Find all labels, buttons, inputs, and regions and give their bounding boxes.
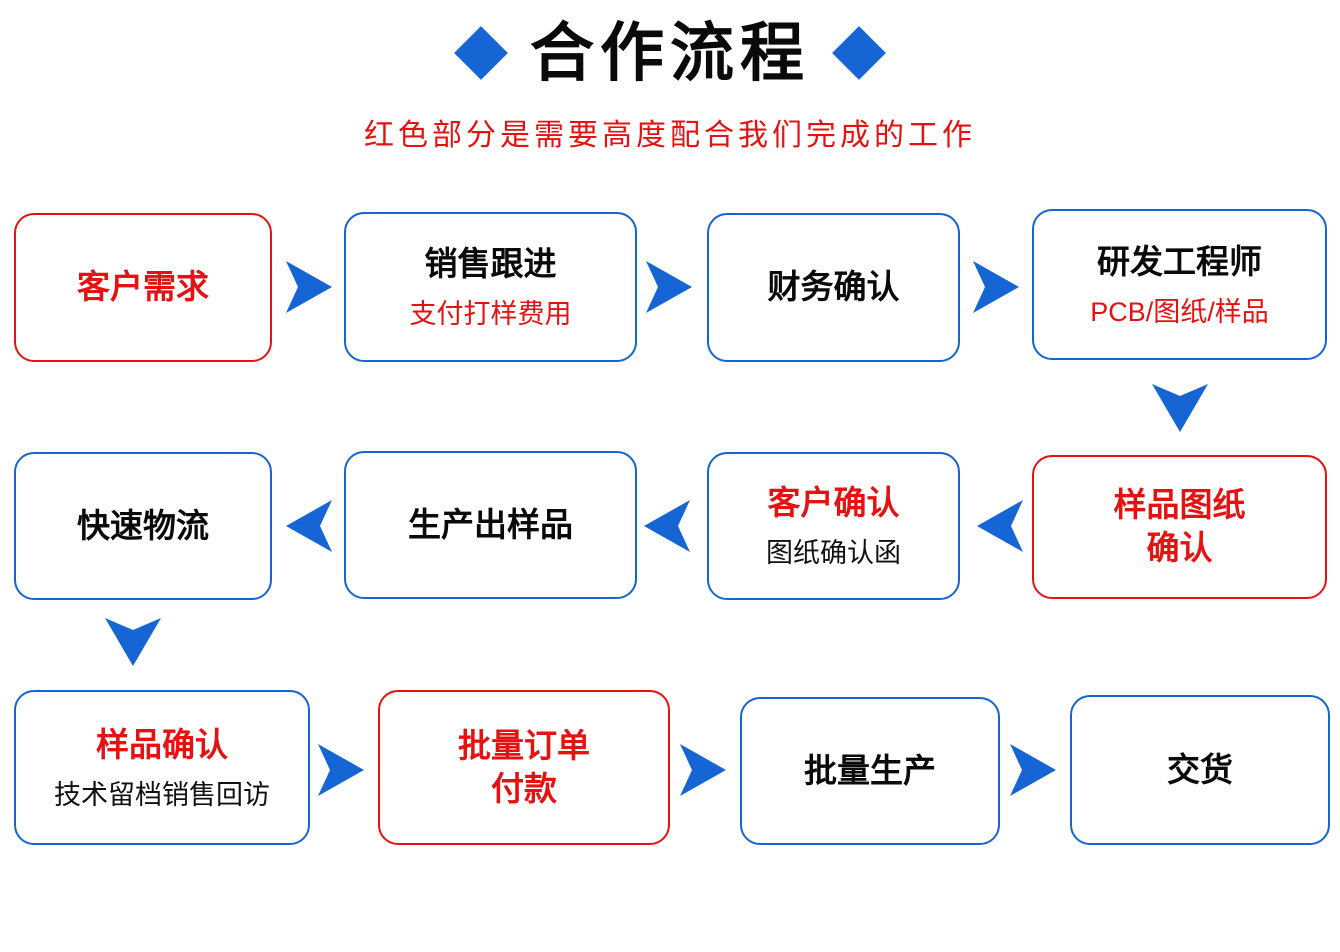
flow-node-sales-follow-up: 销售跟进 支付打样费用 [344, 212, 637, 362]
node-subtitle: PCB/图纸/样品 [1090, 296, 1269, 327]
arrow-right-icon [318, 744, 364, 796]
node-title: 财务确认 [767, 268, 900, 306]
flow-node-sample-drawing-confirm: 样品图纸 确认 [1032, 455, 1327, 599]
node-subtitle: 图纸确认函 [766, 538, 901, 569]
flow-node-delivery: 交货 [1070, 695, 1330, 845]
arrow-right-icon [680, 744, 726, 796]
node-title: 生产出样品 [408, 505, 573, 543]
node-title-line2: 确认 [1146, 529, 1213, 566]
flow-node-finance-confirm: 财务确认 [707, 213, 960, 362]
flow-node-bulk-production: 批量生产 [740, 697, 1000, 845]
node-subtitle: 技术留档销售回访 [54, 779, 270, 810]
arrow-right-icon [646, 261, 692, 313]
arrow-left-icon [977, 500, 1023, 552]
arrow-left-icon [286, 500, 332, 552]
page-header: 合作流程 [0, 18, 1340, 88]
node-title: 样品确认 [96, 725, 228, 763]
flow-node-customer-confirm: 客户确认 图纸确认函 [707, 452, 960, 600]
flow-node-produce-sample: 生产出样品 [344, 451, 637, 599]
flow-node-customer-demand: 客户需求 [14, 213, 272, 362]
node-title: 快速物流 [77, 506, 209, 544]
node-title: 销售跟进 [424, 245, 557, 283]
flow-node-bulk-order-payment: 批量订单 付款 [378, 690, 670, 845]
node-title: 批量订单 付款 [458, 725, 590, 811]
arrow-right-icon [286, 261, 332, 313]
node-title: 交货 [1167, 750, 1233, 788]
node-title-line1: 批量订单 [458, 726, 590, 764]
node-subtitle: 支付打样费用 [409, 299, 572, 330]
page-title: 合作流程 [530, 17, 810, 89]
flow-node-sample-confirm: 样品确认 技术留档销售回访 [14, 690, 310, 845]
arrow-left-icon [644, 500, 690, 552]
arrow-right-icon [1010, 744, 1056, 796]
node-title-line2: 付款 [491, 769, 557, 807]
node-title: 批量生产 [804, 751, 936, 789]
node-title-line1: 样品图纸 [1113, 486, 1246, 524]
page-subtitle: 红色部分是需要高度配合我们完成的工作 [364, 119, 976, 152]
node-title: 客户确认 [767, 484, 900, 522]
flow-node-fast-logistics: 快速物流 [14, 452, 272, 600]
arrow-down-icon [105, 618, 161, 666]
diamond-icon [454, 26, 508, 81]
flow-node-rd-engineer: 研发工程师 PCB/图纸/样品 [1032, 209, 1327, 360]
diamond-icon [832, 26, 886, 81]
arrow-right-icon [973, 261, 1019, 313]
arrow-down-icon [1152, 384, 1208, 432]
node-title: 客户需求 [77, 268, 209, 306]
node-title: 样品图纸 确认 [1114, 484, 1246, 570]
node-title: 研发工程师 [1097, 242, 1262, 280]
